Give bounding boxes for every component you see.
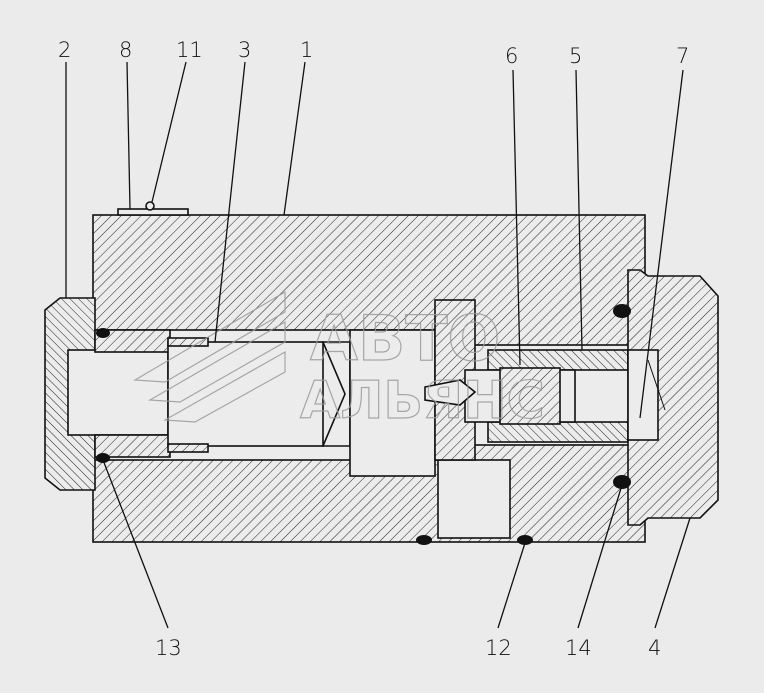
callout-labels: 2 8 11 3 1 6 5 7 13 12 14 4 bbox=[58, 38, 689, 660]
o-ring-seals bbox=[96, 304, 631, 545]
seal-12-right bbox=[517, 535, 533, 545]
seal-14-bottom bbox=[613, 475, 631, 489]
leader-lines bbox=[65, 61, 691, 629]
callout-6: 6 bbox=[505, 44, 518, 68]
watermark-line2: АЛЬЯНС bbox=[300, 371, 545, 431]
callout-2: 2 bbox=[58, 38, 71, 62]
watermark: АВТО АЛЬЯНС bbox=[133, 290, 545, 432]
callout-5: 5 bbox=[569, 44, 582, 68]
callout-3: 3 bbox=[238, 38, 251, 62]
left-fitting bbox=[44, 297, 171, 491]
callout-1: 1 bbox=[300, 38, 313, 62]
right-plug bbox=[627, 269, 719, 526]
seal-13-top bbox=[96, 328, 110, 338]
callout-11: 11 bbox=[176, 38, 203, 62]
watermark-line1: АВТО bbox=[310, 302, 500, 375]
callout-8: 8 bbox=[119, 38, 132, 62]
seal-14-top bbox=[613, 304, 631, 318]
callout-4: 4 bbox=[648, 636, 661, 660]
callout-7: 7 bbox=[676, 44, 689, 68]
seal-13-bottom bbox=[96, 453, 110, 463]
callout-12: 12 bbox=[485, 636, 512, 660]
callout-14: 14 bbox=[565, 636, 592, 660]
poppet-assembly bbox=[424, 299, 629, 461]
watermark-logo bbox=[133, 290, 286, 423]
seal-12-left bbox=[416, 535, 432, 545]
callout-13: 13 bbox=[155, 636, 182, 660]
